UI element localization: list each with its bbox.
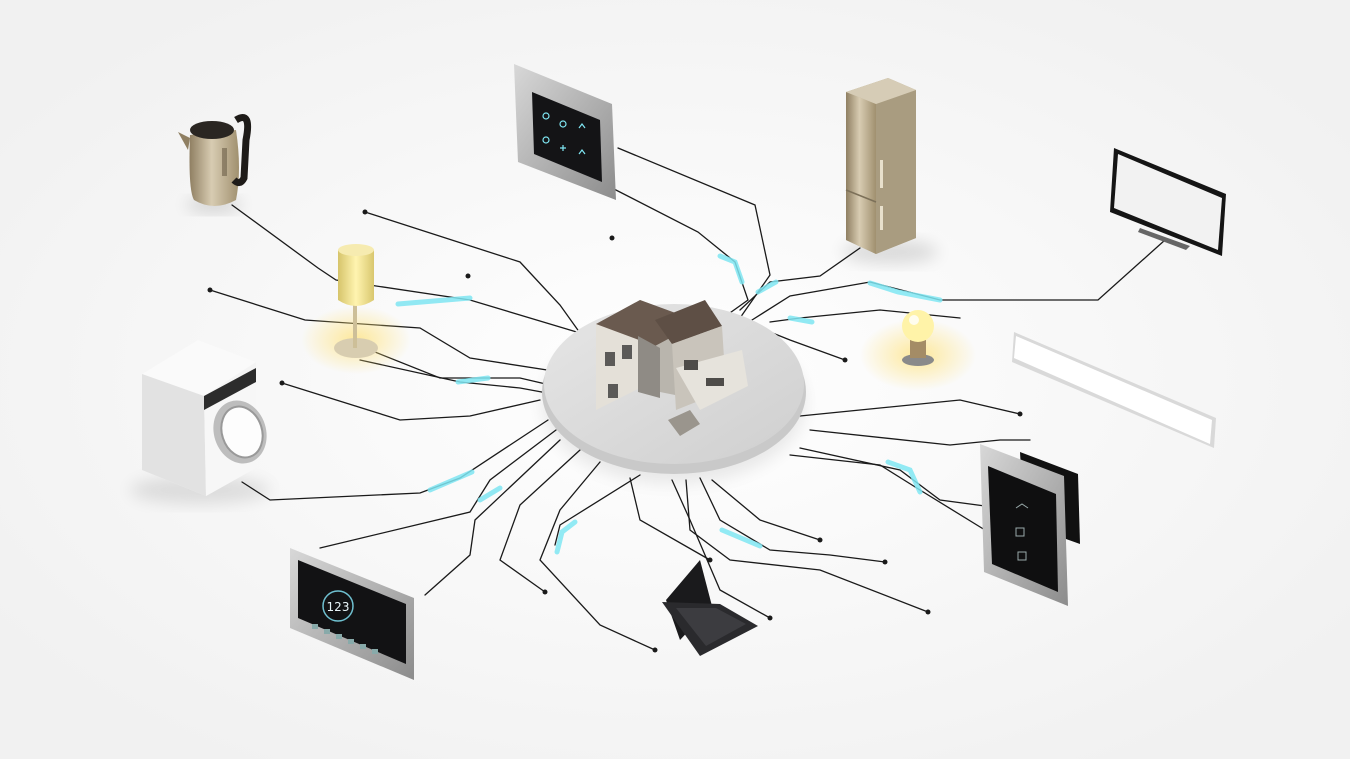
washing-machine[interactable] <box>130 340 275 504</box>
wall-switch-panel[interactable] <box>514 64 616 200</box>
light-panel[interactable] <box>1012 332 1216 448</box>
kettle[interactable] <box>178 114 252 213</box>
refrigerator[interactable] <box>842 78 938 264</box>
table-lamp[interactable] <box>301 244 411 374</box>
data-glow-segments <box>395 253 943 555</box>
thermostat-dial <box>322 590 354 622</box>
touch-button-icons <box>542 112 586 155</box>
television[interactable] <box>1110 148 1226 256</box>
house-model <box>596 300 748 436</box>
thermostat-buttons <box>312 624 378 654</box>
thermostat-temperature: 123 <box>327 600 350 614</box>
wall-thermostat-panel[interactable] <box>980 444 1080 606</box>
light-bulb[interactable] <box>860 310 976 391</box>
panel-icons <box>1015 503 1029 561</box>
house-hub <box>542 300 806 484</box>
thermostat-display[interactable]: 123 <box>290 548 414 680</box>
laptop[interactable] <box>662 560 758 656</box>
wire-endpoints <box>207 209 1023 653</box>
